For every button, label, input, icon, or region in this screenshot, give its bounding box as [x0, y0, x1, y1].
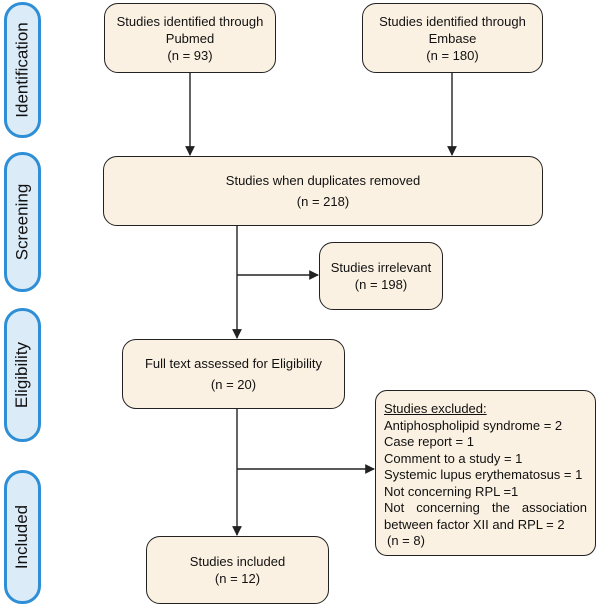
box-embase: Studies identified through Embase (n = 1…: [362, 3, 543, 73]
excluded-total: (n = 8): [387, 533, 425, 548]
irrelevant-count: (n = 198): [354, 277, 408, 292]
box-duplicates-removed: Studies when duplicates removed (n = 218…: [103, 156, 543, 226]
stage-eligibility: Eligibility: [4, 308, 41, 442]
box-fulltext-assessed: Full text assessed for Eligibility (n = …: [122, 339, 345, 409]
pubmed-line1: Studies identified through: [116, 13, 264, 29]
association-word: Not: [384, 500, 405, 515]
box-studies-included: Studies included (n = 12): [146, 536, 329, 604]
excluded-item-association-line2: between factor XII and RPL = 2: [384, 516, 565, 532]
association-word: concerning: [416, 500, 480, 515]
duplicates-count: (n = 218): [296, 194, 350, 209]
embase-line2: Embase: [428, 30, 477, 46]
fulltext-line1: Full text assessed for Eligibility: [144, 356, 322, 371]
pubmed-line2: Pubmed: [165, 30, 215, 46]
embase-count: (n = 180): [426, 47, 479, 63]
pubmed-count: (n = 93): [167, 47, 213, 63]
box-studies-excluded: Studies excluded: Antiphospholipid syndr…: [375, 390, 596, 556]
stage-included: Included: [4, 470, 41, 604]
excluded-item: Case report = 1: [384, 434, 474, 449]
duplicates-line1: Studies when duplicates removed: [225, 173, 421, 188]
embase-line1: Studies identified through: [379, 13, 526, 29]
irrelevant-line1: Studies irrelevant: [330, 260, 432, 275]
included-line1: Studies included: [189, 554, 286, 569]
excluded-item: Not concerning RPL =1: [384, 483, 519, 499]
excluded-item-association: Not concerning the association: [384, 500, 587, 517]
excluded-item: Antiphospholipid syndrome = 2: [384, 417, 563, 433]
box-pubmed: Studies identified through Pubmed (n = 9…: [104, 3, 276, 73]
included-count: (n = 12): [214, 571, 261, 586]
excluded-title: Studies excluded:: [384, 401, 487, 416]
stage-screening: Screening: [4, 152, 41, 292]
box-irrelevant: Studies irrelevant (n = 198): [319, 242, 443, 310]
excluded-item: Systemic lupus erythematosus = 1: [384, 467, 583, 482]
fulltext-count: (n = 20): [210, 377, 257, 392]
association-word: association: [521, 500, 587, 515]
stage-identification: Identification: [4, 2, 41, 138]
excluded-item: Comment to a study = 1: [384, 450, 523, 466]
association-word: the: [491, 500, 510, 515]
